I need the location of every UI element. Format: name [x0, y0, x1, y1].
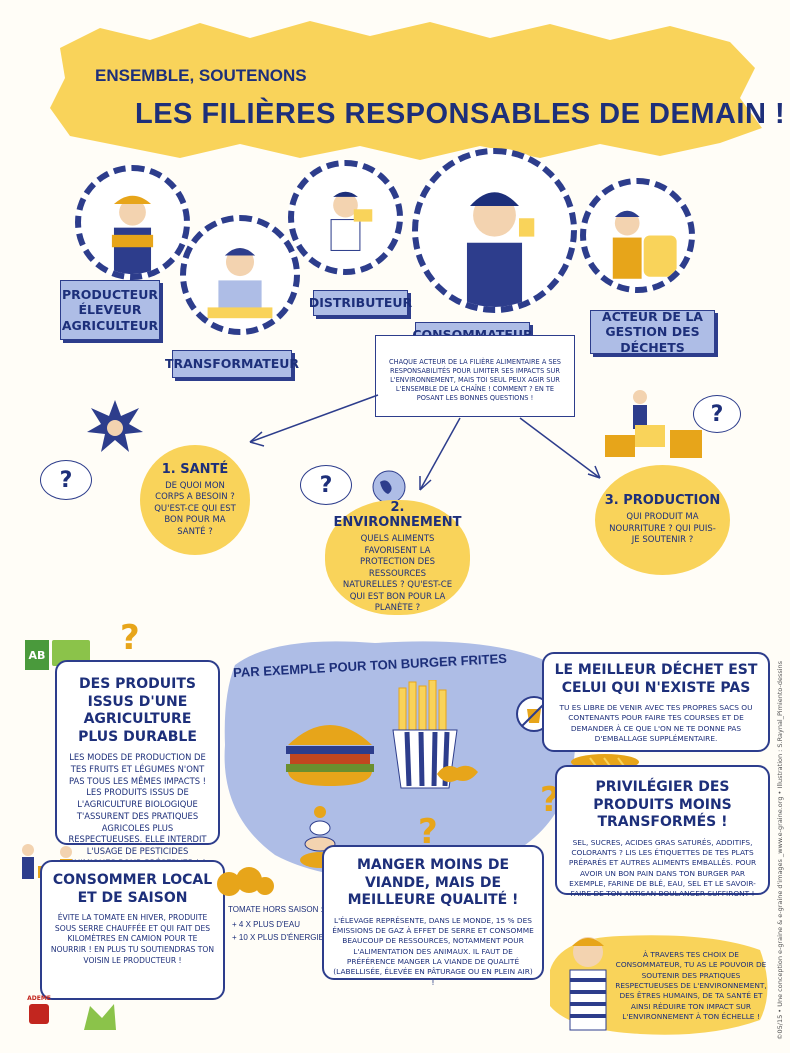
- producer-portrait: [75, 165, 190, 280]
- environnement-title: 2. Environnement: [333, 500, 462, 531]
- header-title: les filières responsables de demain !: [135, 98, 786, 130]
- header-banner: [40, 18, 765, 163]
- tomato-title: Tomate hors saison :: [228, 905, 323, 914]
- production-title: 3. Production: [604, 493, 721, 509]
- conclusion-text: À travers tes choix de consommateur, tu …: [615, 950, 767, 1022]
- tip-box-local: Consommer local et de saison Évite la to…: [40, 860, 225, 1000]
- banner-shape: [50, 21, 762, 160]
- ademe-logo-mark: [29, 1004, 49, 1024]
- fries-illustration: [385, 679, 465, 790]
- question-mark-transformes: ?: [540, 780, 560, 820]
- tip-box-transformes: Privilégier des produits moins transform…: [555, 765, 770, 898]
- dechet-title: Le meilleur déchet est celui qui n'exist…: [554, 662, 758, 696]
- question-circle-sante: 1. Santé De quoi mon corps a besoin ? Qu…: [140, 445, 250, 555]
- crates-figure: [600, 385, 710, 465]
- child-figure: [548, 930, 628, 1040]
- question-bubble-1: ?: [40, 460, 92, 500]
- question-mark-viande: ?: [418, 812, 438, 852]
- label-distributeur: Distributeur: [309, 290, 412, 316]
- ab-logo: AB: [25, 640, 49, 670]
- local-title: Consommer local et de saison: [52, 872, 213, 906]
- viande-text: L'élevage représente, dans le monde, 15 …: [332, 915, 534, 987]
- tomatoes-illustration: [215, 860, 275, 900]
- bio-title: Des produits issus d'une agriculture plu…: [78, 676, 197, 745]
- label-producteur: Producteur éleveur agriculteur: [60, 280, 160, 340]
- header-line1: Ensemble, soutenons: [95, 66, 307, 85]
- dechet-text: Tu es libre de venir avec tes propres sa…: [559, 703, 753, 744]
- distributor-portrait: [288, 160, 403, 275]
- label-gestion-dechets: Acteur de la gestion des déchets: [590, 309, 715, 355]
- tomato-item-water: + 4 x plus d'eau: [232, 920, 300, 929]
- question-circle-production: 3. Production Qui produit ma nourriture …: [595, 465, 730, 575]
- credits: ©05/15 • Une conception e-graine & e-gra…: [776, 660, 784, 1040]
- ketchup-splash: [435, 762, 480, 786]
- consumer-info-text: Chaque acteur de la filière alimentaire …: [389, 358, 561, 402]
- viande-title: Manger moins de viande, mais de meilleur…: [347, 857, 519, 908]
- tip-box-bio: Des produits issus d'une agriculture plu…: [55, 660, 220, 880]
- tomato-item-energy: + 10 x plus d'énergie: [232, 933, 325, 942]
- question-circle-environnement: 2. Environnement Quels aliments favorise…: [325, 500, 470, 615]
- transformer-portrait: [180, 215, 300, 335]
- question-mark-bio: ?: [120, 618, 140, 658]
- waste-portrait: [580, 178, 695, 293]
- production-text: Qui produit ma nourriture ? Qui puis-je …: [609, 512, 716, 546]
- burger-illustration: [280, 710, 380, 790]
- environnement-text: Quels aliments favorisent la protection …: [342, 534, 453, 614]
- ab-logo-text: AB: [28, 648, 46, 662]
- consumer-portrait: [412, 148, 577, 313]
- transformes-title: Privilégier des produits moins transform…: [593, 779, 732, 830]
- ademe-logo: ADEME: [22, 995, 56, 1035]
- tip-box-dechet: Le meilleur déchet est celui qui n'exist…: [542, 652, 770, 752]
- consumer-info-box: Chaque acteur de la filière alimentaire …: [375, 335, 575, 417]
- tip-box-viande: Manger moins de viande, mais de meilleur…: [322, 845, 544, 987]
- ademe-logo-text: ADEME: [27, 995, 51, 1002]
- sun-figure: [85, 398, 145, 458]
- sante-title: 1. Santé: [161, 461, 229, 477]
- sante-text: De quoi mon corps a besoin ? Qu'est-ce q…: [154, 480, 236, 537]
- transformes-text: Sel, sucres, acides gras saturés, additi…: [568, 837, 757, 899]
- earth-icon: [372, 470, 406, 504]
- label-transformateur: Transformateur: [165, 350, 299, 378]
- question-bubble-2: ?: [300, 465, 352, 505]
- question-bubble-3: ?: [693, 395, 741, 433]
- local-text: Évite la tomate en hiver, produite sous …: [50, 913, 215, 965]
- graine-logo: [80, 1000, 120, 1036]
